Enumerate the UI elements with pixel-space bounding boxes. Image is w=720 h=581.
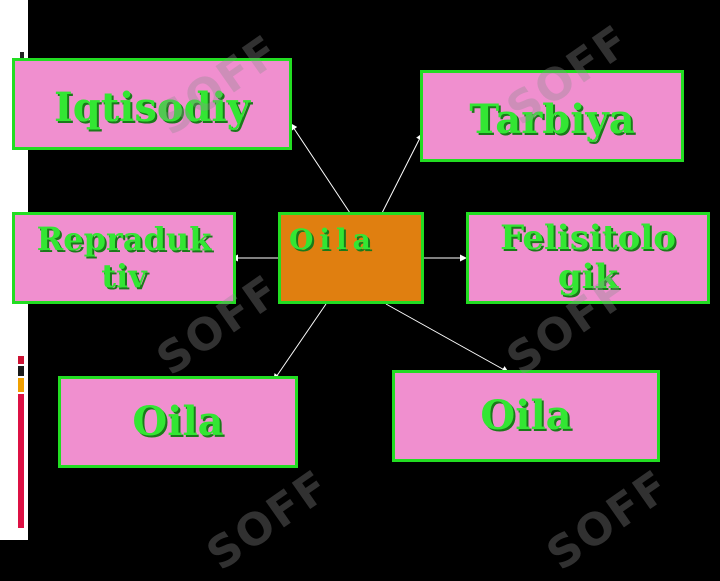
strip-marker-top bbox=[20, 52, 24, 62]
node-label: Repraduk tiv bbox=[36, 220, 212, 295]
edge-to-tarbiya bbox=[381, 133, 423, 214]
edge-to-oila-right bbox=[385, 303, 509, 373]
node-oila-left: Oila bbox=[58, 376, 298, 468]
node-tarbiya: Tarbiya bbox=[420, 70, 684, 162]
node-oila-right: Oila bbox=[392, 370, 660, 462]
node-label: Tarbiya bbox=[469, 96, 635, 143]
strip-marker-long-red bbox=[18, 394, 24, 528]
node-label: Oila bbox=[480, 392, 572, 439]
diagram-connectors bbox=[231, 123, 509, 381]
strip-marker-dark bbox=[18, 366, 24, 376]
center-node-label: Oila bbox=[289, 223, 377, 256]
node-repraduktiv: Repraduk tiv bbox=[12, 212, 236, 304]
node-felisitologik: Felisitolo gik bbox=[466, 212, 710, 304]
edge-to-iqtisodiy bbox=[290, 123, 351, 214]
center-node-oila: Oila bbox=[278, 212, 424, 304]
node-iqtisodiy: Iqtisodiy bbox=[12, 58, 292, 150]
node-label: Iqtisodiy bbox=[54, 84, 250, 131]
node-label: Oila bbox=[132, 398, 224, 445]
edge-to-oila-left bbox=[273, 303, 327, 381]
strip-marker-red bbox=[18, 356, 24, 364]
node-label: Felisitolo gik bbox=[500, 218, 676, 298]
strip-marker-orange bbox=[18, 378, 24, 392]
